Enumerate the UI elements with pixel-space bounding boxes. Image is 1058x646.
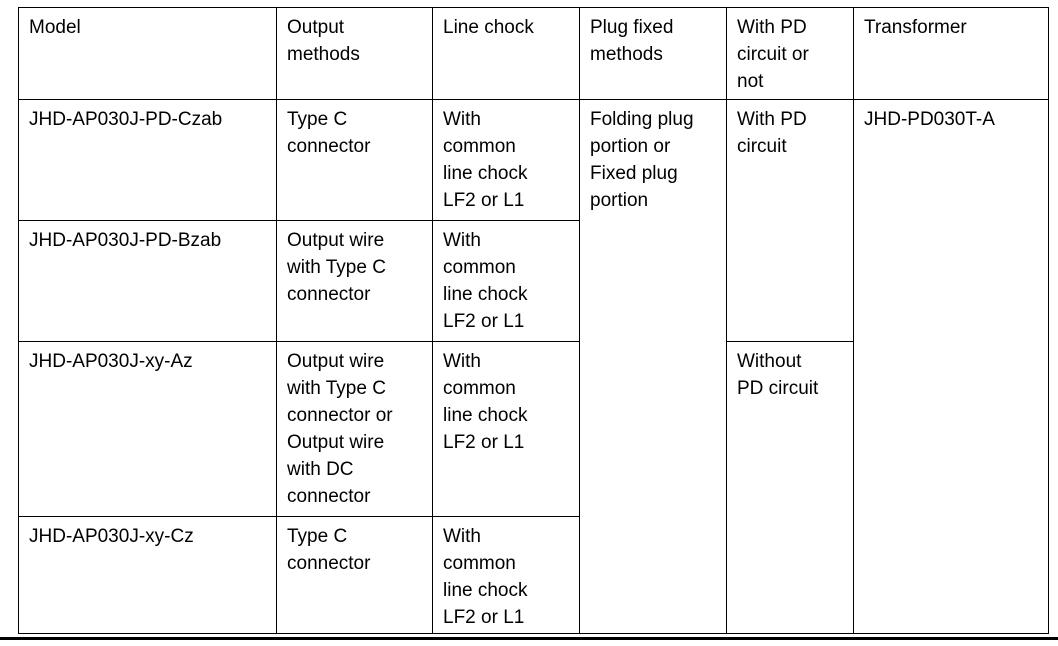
output-method-cell: Type C connector — [276, 99, 433, 221]
line-chock-cell: With common line chock LF2 or L1 — [432, 341, 580, 517]
product-model-table: Model Output methods Line chock Plug fix… — [18, 7, 1049, 634]
plug-fixed-methods-cell: Folding plug portion or Fixed plug porti… — [579, 99, 727, 634]
col-header-plug-fixed-methods: Plug fixed methods — [579, 7, 727, 100]
output-method-cell: Output wire with Type C connector or Out… — [276, 341, 433, 517]
col-header-transformer: Transformer — [853, 7, 1049, 100]
table-row: JHD-AP030J-PD-Czab Type C connector With… — [18, 99, 1049, 634]
with-pd-circuit-cell: With PD circuit — [726, 99, 854, 342]
table-row: JHD-AP030J-xy-Cz Type C connector With c… — [18, 516, 1049, 634]
line-chock-cell: With common line chock LF2 or L1 — [432, 516, 580, 634]
without-pd-circuit-cell: Without PD circuit — [726, 341, 854, 634]
model-cell: JHD-AP030J-xy-Cz — [18, 516, 277, 634]
line-chock-cell: With common line chock LF2 or L1 — [432, 99, 580, 221]
table-header-row: Model Output methods Line chock Plug fix… — [18, 7, 1049, 100]
col-header-line-chock: Line chock — [432, 7, 580, 100]
output-method-cell: Type C connector — [276, 516, 433, 634]
output-method-cell: Output wire with Type C connector — [276, 220, 433, 342]
table-row: JHD-AP030J-PD-Bzab Output wire with Type… — [18, 220, 1049, 342]
col-header-with-pd-circuit-or-not: With PD circuit or not — [726, 7, 854, 100]
model-cell: JHD-AP030J-PD-Bzab — [18, 220, 277, 342]
transformer-cell: JHD-PD030T-A — [853, 99, 1049, 634]
model-cell: JHD-AP030J-xy-Az — [18, 341, 277, 517]
model-cell: JHD-AP030J-PD-Czab — [18, 99, 277, 221]
col-header-output-methods: Output methods — [276, 7, 433, 100]
line-chock-cell: With common line chock LF2 or L1 — [432, 220, 580, 342]
col-header-model: Model — [18, 7, 277, 100]
page-bottom-rule — [0, 637, 1058, 640]
table-row: JHD-AP030J-xy-Az Output wire with Type C… — [18, 341, 1049, 634]
